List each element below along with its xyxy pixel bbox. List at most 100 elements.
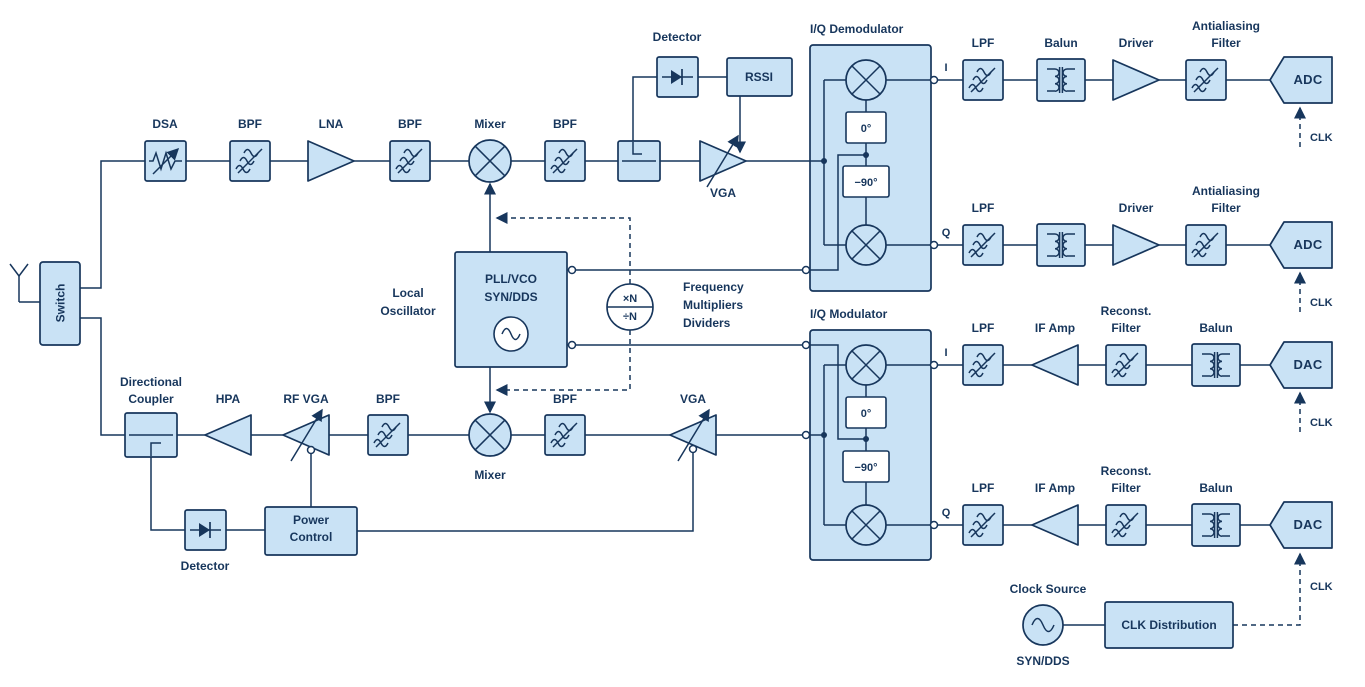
- label-pll-vco: PLL/VCO: [485, 272, 537, 286]
- label-clk: CLK: [1310, 297, 1333, 309]
- multiplier-arrow: [495, 330, 631, 396]
- rf-vga: [282, 408, 330, 462]
- balun-block: [1191, 503, 1241, 547]
- phase-90-box: [842, 450, 890, 483]
- label-div-n: ÷N: [623, 311, 637, 323]
- phase-0-box: [845, 111, 887, 144]
- label-balun: Balun: [1199, 321, 1232, 335]
- label-directional: Directional: [120, 375, 182, 389]
- port-node: [929, 360, 939, 370]
- clock-source-icon: [1022, 604, 1064, 646]
- bpf-filter: [367, 414, 409, 456]
- bpf-filter: [229, 140, 271, 182]
- wire: [632, 76, 657, 141]
- driver-amp: [1112, 224, 1160, 266]
- label-adc: ADC: [1293, 237, 1322, 252]
- bpf-filter: [544, 140, 586, 182]
- label-switch: Switch: [54, 284, 68, 323]
- label-local: Local: [392, 286, 423, 300]
- wire: [150, 457, 185, 531]
- label-balun: Balun: [1199, 481, 1232, 495]
- label-phase-90: −90°: [854, 177, 877, 189]
- label-clk: CLK: [1310, 132, 1333, 144]
- switch-box: [39, 261, 81, 346]
- dsa-block: [144, 140, 187, 182]
- phase-90-box: [842, 165, 890, 198]
- balun-block: [1036, 223, 1086, 267]
- label-vga: VGA: [680, 392, 706, 406]
- lo-feed-demod: [567, 154, 866, 271]
- wire: [80, 160, 145, 289]
- antialiasing-filter: [1185, 224, 1227, 266]
- port-node: [929, 75, 939, 85]
- label-q: Q: [942, 507, 951, 519]
- directional-coupler-block: [124, 412, 178, 458]
- iq-modulator-box: [809, 329, 932, 561]
- label-vga: VGA: [710, 186, 736, 200]
- port-node: [801, 430, 811, 440]
- port-node: [567, 340, 577, 350]
- balun-block: [1191, 343, 1241, 387]
- label-reconst-filter: Filter: [1111, 321, 1141, 335]
- nodes: [306, 75, 939, 530]
- label-driver: Driver: [1119, 201, 1154, 215]
- label-reconst: Reconst.: [1101, 304, 1152, 318]
- reconstruction-filter: [1105, 344, 1147, 386]
- mod-mixer-i: [845, 344, 887, 386]
- port-node: [929, 520, 939, 530]
- label-driver: Driver: [1119, 36, 1154, 50]
- antenna-icon: [9, 263, 29, 302]
- label-i: I: [944, 62, 947, 74]
- label-lpf: LPF: [972, 481, 995, 495]
- label-mixer: Mixer: [474, 468, 506, 482]
- label-clock-source: Clock Source: [1010, 582, 1087, 596]
- label-frequency: Frequency: [683, 280, 744, 294]
- port-node: [929, 240, 939, 250]
- label-bpf: BPF: [553, 117, 577, 131]
- demod-mixer-q: [845, 224, 887, 266]
- tx-detector-diode: [184, 509, 227, 551]
- lpf-filter: [962, 504, 1004, 546]
- pll-box: [454, 251, 568, 368]
- port-node: [801, 265, 811, 275]
- labels: Switch DSA BPF LNA BPF Mixer BPF Detecto…: [54, 19, 1333, 668]
- label-clk: CLK: [1310, 581, 1333, 593]
- label-adc: ADC: [1293, 72, 1322, 87]
- label-syn-dds: SYN/DDS: [1016, 654, 1069, 668]
- bpf-filter: [544, 414, 586, 456]
- junction-dot: [863, 152, 869, 158]
- label-rssi: RSSI: [745, 70, 773, 84]
- junction-dot: [821, 432, 827, 438]
- hpa-amp: [204, 414, 252, 456]
- rssi-coupler: [617, 140, 661, 182]
- tx-mixer: [468, 413, 512, 457]
- label-dac: DAC: [1293, 357, 1322, 372]
- if-amp: [1031, 504, 1079, 546]
- label-mult-n: ×N: [623, 293, 637, 305]
- lna-amp: [307, 140, 355, 182]
- label-power: Power: [293, 513, 329, 527]
- label-clk-distribution: CLK Distribution: [1121, 618, 1216, 632]
- bpf-filter: [389, 140, 431, 182]
- rx-mixer: [468, 139, 512, 183]
- rx-detector-diode: [656, 56, 699, 98]
- label-hpa: HPA: [216, 392, 241, 406]
- multiplier-divider-circle: [606, 283, 654, 331]
- label-syn-dds: SYN/DDS: [484, 290, 537, 304]
- label-dividers: Dividers: [683, 316, 731, 330]
- label-oscillator: Oscillator: [380, 304, 436, 318]
- balun-block: [1036, 58, 1086, 102]
- phase-0-box: [845, 396, 887, 429]
- components: [9, 56, 1333, 646]
- port-node: [567, 265, 577, 275]
- region-boxes: [39, 44, 1234, 649]
- label-balun: Balun: [1044, 36, 1077, 50]
- label-lpf: LPF: [972, 201, 995, 215]
- label-iq-modulator: I/Q Modulator: [810, 307, 888, 321]
- if-amp: [1031, 344, 1079, 386]
- label-bpf: BPF: [398, 117, 422, 131]
- antialiasing-filter: [1185, 59, 1227, 101]
- lpf-filter: [962, 224, 1004, 266]
- lpf-filter: [962, 344, 1004, 386]
